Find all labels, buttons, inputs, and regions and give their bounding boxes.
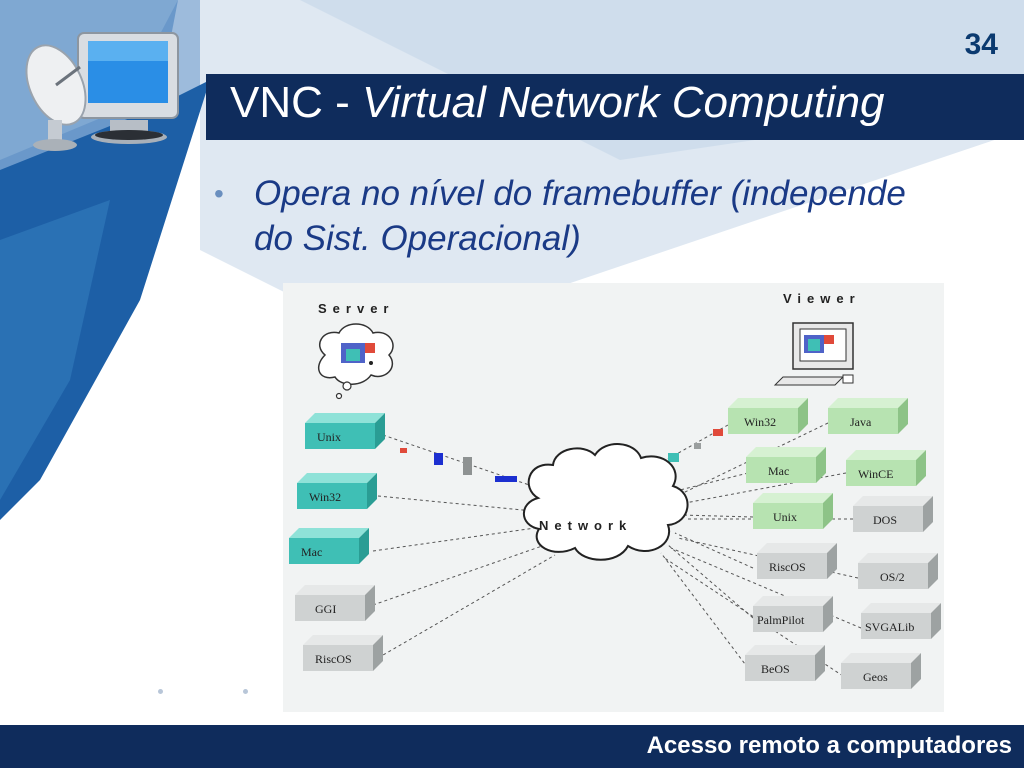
server-box-unix: Unix	[305, 413, 385, 449]
viewer-box-dos: DOS	[853, 496, 933, 532]
svg-text:DOS: DOS	[873, 513, 897, 527]
svg-text:Unix: Unix	[773, 510, 797, 524]
bullet-dot-icon: •	[214, 171, 224, 216]
svg-text:Java: Java	[850, 415, 872, 429]
svg-text:Geos: Geos	[863, 670, 888, 684]
vnc-diagram: Network Server Viewer Unix Win32 Mac GGI…	[283, 283, 944, 712]
viewer-box-geos: Geos	[841, 653, 921, 689]
title-italic: Virtual Network Computing	[362, 78, 885, 127]
monitor-satellite-icon	[18, 25, 183, 155]
viewer-box-os2: OS/2	[858, 553, 938, 589]
viewer-box-win32: Win32	[728, 398, 808, 434]
svg-text:RiscOS: RiscOS	[769, 560, 806, 574]
svg-text:WinCE: WinCE	[858, 467, 894, 481]
viewer-label: Viewer	[783, 291, 861, 306]
server-box-riscos: RiscOS	[303, 635, 383, 671]
bullet-point: • Opera no nível do framebuffer (indepen…	[214, 171, 934, 261]
viewer-box-beos: BeOS	[745, 645, 825, 681]
viewer-box-svgalib: SVGALib	[861, 603, 941, 639]
viewer-box-wince: WinCE	[846, 450, 926, 486]
server-box-ggi: GGI	[295, 585, 375, 621]
server-box-mac: Mac	[289, 528, 369, 564]
svg-text:Win32: Win32	[309, 490, 341, 504]
viewer-box-palmpilot: PalmPilot	[753, 596, 833, 632]
footer-text: Acesso remoto a computadores	[647, 732, 1012, 760]
bullet-text: Opera no nível do framebuffer (independe…	[254, 171, 934, 261]
server-box-win32: Win32	[297, 473, 377, 509]
svg-text:OS/2: OS/2	[880, 570, 905, 584]
svg-text:Win32: Win32	[744, 415, 776, 429]
svg-text:Mac: Mac	[301, 545, 322, 559]
title-prefix: VNC -	[230, 78, 362, 127]
svg-text:Mac: Mac	[768, 464, 789, 478]
svg-text:BeOS: BeOS	[761, 662, 790, 676]
viewer-box-java: Java	[828, 398, 908, 434]
page-number: 34	[965, 28, 998, 62]
viewer-box-unix: Unix	[753, 493, 833, 529]
svg-text:GGI: GGI	[315, 602, 336, 616]
slide-title: VNC - Virtual Network Computing	[230, 78, 885, 128]
svg-text:RiscOS: RiscOS	[315, 652, 352, 666]
svg-text:PalmPilot: PalmPilot	[757, 613, 805, 627]
svg-text:SVGALib: SVGALib	[865, 620, 914, 634]
viewer-box-riscos: RiscOS	[757, 543, 837, 579]
decorative-dot	[243, 689, 248, 694]
decorative-dot	[158, 689, 163, 694]
viewer-box-mac: Mac	[746, 447, 826, 483]
network-label: Network	[539, 518, 632, 533]
svg-text:Unix: Unix	[317, 430, 341, 444]
server-label: Server	[318, 301, 394, 316]
